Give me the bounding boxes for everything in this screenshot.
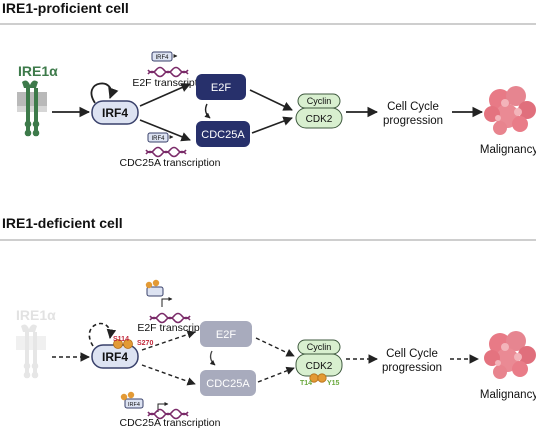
top-cdk2-label: CDK2 <box>306 114 333 125</box>
bottom-cdk2-phospho-2-icon <box>317 373 327 383</box>
bottom-tumor-icon <box>484 331 536 379</box>
bottom-e2f-node <box>200 321 252 347</box>
bottom-irf4-tag-e2f <box>145 279 164 297</box>
svg-text:IRF4: IRF4 <box>151 136 165 142</box>
top-cdc25a-node <box>196 121 250 147</box>
top-irf4-autoloop <box>90 82 119 104</box>
top-e2f-label: E2F <box>211 82 231 94</box>
top-e2f-node <box>196 74 246 100</box>
top-irf4-tag-cdc25a: IRF4 <box>147 132 174 143</box>
bottom-irf4-tag-cdc25a: IRF4 <box>120 391 144 409</box>
top-irf4-tag-e2f: IRF4 <box>151 51 178 62</box>
top-cdk2-node <box>295 107 343 129</box>
bottom-arrow-irf4-e2f <box>141 330 196 351</box>
bottom-ire1-label: IRE1α <box>16 307 56 323</box>
top-cdc25a-label: CDC25A <box>201 129 245 141</box>
top-arrow-e2f-cdk2 <box>249 89 293 111</box>
bottom-e2f-transcription: E2F transcription <box>137 322 217 334</box>
top-arrow-e2f-cdc25a <box>204 103 211 119</box>
bottom-arrow-e2f-cdk2 <box>255 337 295 357</box>
bottom-irf4-phospho-2-icon <box>123 339 133 349</box>
top-panel-title: IRE1-proficient cell <box>2 0 129 16</box>
bottom-cdc25a-node <box>200 370 256 396</box>
bottom-site-s270: S270 <box>137 340 153 347</box>
top-ire1-receptor-icon <box>17 80 47 137</box>
top-cdc25a-transcription: CDC25A transcription <box>120 157 221 169</box>
bottom-irf4-label: IRF4 <box>102 350 128 364</box>
bottom-e2f-promoter <box>161 297 173 307</box>
svg-text:IRF4: IRF4 <box>128 402 140 408</box>
bottom-dna-cdc25a-icon <box>147 412 189 420</box>
top-irf4-label: IRF4 <box>102 106 128 120</box>
bottom-malignancy-label: Malignancy <box>480 389 536 401</box>
bottom-arrow-e2f-cdc25a <box>209 350 216 366</box>
bottom-cell-cycle-line2: progression <box>382 362 442 374</box>
bottom-irf4-phospho-1-icon <box>113 339 123 349</box>
bottom-site-s114: S114 <box>113 336 129 343</box>
top-dna-e2f-icon <box>147 70 189 78</box>
bottom-arrow-irf4-cdc25a <box>141 364 196 386</box>
top-cyclin-label: Cyclin <box>307 96 332 106</box>
bottom-cdc25a-label: CDC25A <box>206 378 250 390</box>
top-cell-cycle-line1: Cell Cycle <box>387 101 439 113</box>
bottom-cdk2-label: CDK2 <box>306 361 333 372</box>
top-arrow-irf4-e2f <box>139 83 191 107</box>
top-cell-cycle-line2: progression <box>383 115 443 127</box>
top-tumor-icon <box>484 86 536 135</box>
top-arrow-cdc25a-cdk2 <box>251 116 293 134</box>
bottom-arrow-cdc25a-cdk2 <box>257 366 295 383</box>
bottom-e2f-label: E2F <box>216 329 236 341</box>
bottom-cyclin-label: Cyclin <box>307 342 332 352</box>
bottom-ire1-receptor-icon <box>16 324 46 379</box>
top-irf4-node <box>91 100 139 125</box>
svg-text:IRF4: IRF4 <box>155 55 169 61</box>
top-ire1-label: IRE1α <box>18 63 58 79</box>
top-malignancy-label: Malignancy <box>480 144 536 156</box>
bottom-panel-title: IRE1-deficient cell <box>2 215 123 231</box>
bottom-site-y15: Y15 <box>327 380 340 387</box>
bottom-cell-cycle-line1: Cell Cycle <box>386 348 438 360</box>
top-e2f-transcription: E2F transcription <box>132 77 212 89</box>
top-dna-cdc25a-icon <box>145 150 187 158</box>
top-arrow-irf4-cdc25a <box>139 119 191 142</box>
bottom-irf4-autoloop <box>88 322 117 347</box>
bottom-cdc25a-transcription: CDC25A transcription <box>120 417 221 429</box>
bottom-dna-e2f-icon <box>149 316 191 324</box>
bottom-site-t14: T14 <box>300 380 312 387</box>
